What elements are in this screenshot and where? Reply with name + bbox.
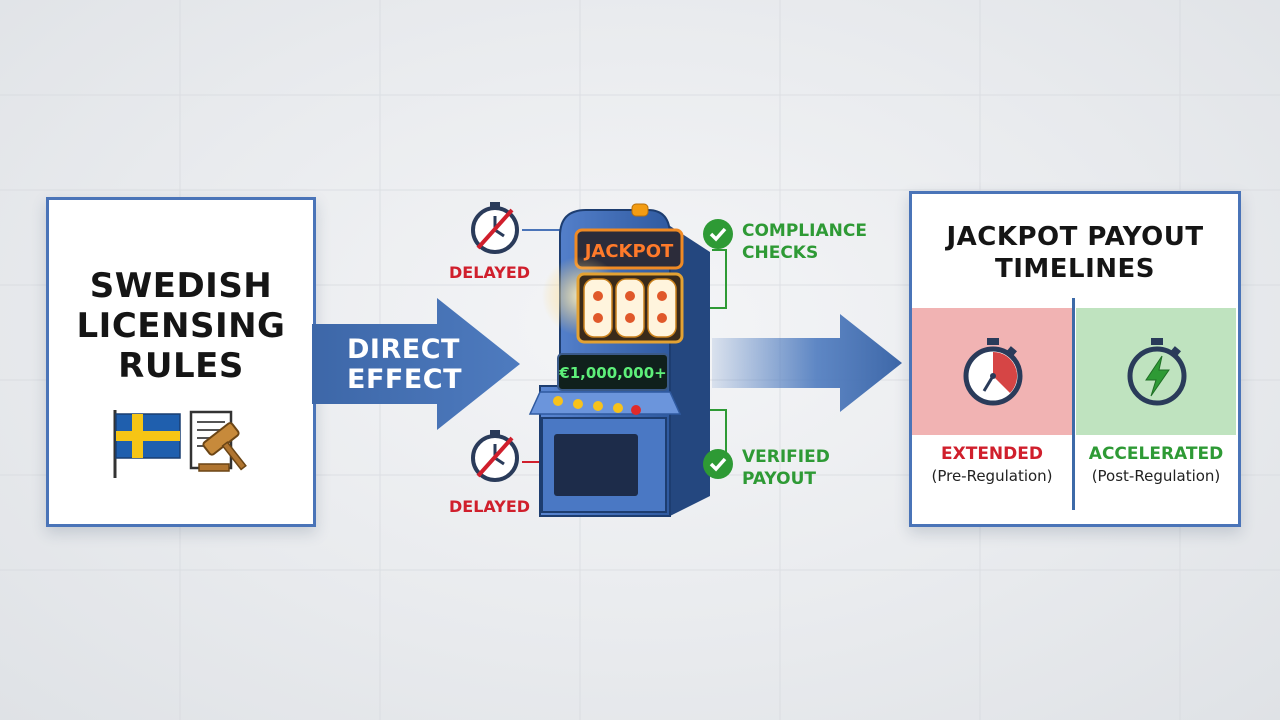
delayed-label-bottom: DELAYED <box>449 497 531 516</box>
direct-effect-arrow <box>312 298 520 430</box>
payout-timelines-panel: JACKPOT PAYOUT TIMELINES EXTENDED (Pre-R… <box>909 191 1241 527</box>
arrow-label-line-1: DIRECT <box>347 334 460 365</box>
verified-line-2: PAYOUT <box>742 469 816 489</box>
extended-label: EXTENDED <box>941 444 1043 464</box>
outcome-arrow <box>712 314 902 412</box>
delayed-label-top: DELAYED <box>449 263 531 282</box>
legal-document-gavel-icon <box>189 410 247 472</box>
arrow-label-line-2: EFFECT <box>347 364 463 395</box>
title-line-2: LICENSING <box>76 306 286 346</box>
slot-machine: JACKPOT €1,000,000+ <box>528 203 710 517</box>
accelerated-label: ACCELERATED <box>1088 444 1224 464</box>
compliance-line-1: COMPLIANCE <box>742 221 867 241</box>
check-circle-icon-compliance <box>703 219 733 249</box>
verified-line-1: VERIFIED <box>742 447 830 467</box>
right-title-line-1: JACKPOT PAYOUT <box>946 222 1204 252</box>
lightning-stopwatch-icon <box>1127 338 1187 406</box>
payout-timelines-title: JACKPOT PAYOUT TIMELINES <box>912 221 1238 285</box>
jackpot-amount-display: €1,000,000+ <box>558 364 666 382</box>
check-circle-icon-verified <box>703 449 733 479</box>
swedish-flag-icon <box>113 410 181 478</box>
timeline-divider <box>1072 298 1075 510</box>
verified-payout-label: VERIFIED PAYOUT <box>742 446 830 490</box>
stopwatch-icon <box>963 338 1023 406</box>
swedish-licensing-rules-panel: SWEDISH LICENSING RULES <box>46 197 316 527</box>
stopwatch-crossed-icon-bottom <box>471 430 519 482</box>
compliance-checks-label: COMPLIANCE CHECKS <box>742 220 867 264</box>
jackpot-marquee-text: JACKPOT <box>583 241 674 262</box>
compliance-line-2: CHECKS <box>742 243 819 263</box>
licensing-rules-title: SWEDISH LICENSING RULES <box>49 266 313 386</box>
extended-sublabel: (Pre-Regulation) <box>931 467 1053 485</box>
accelerated-sublabel: (Post-Regulation) <box>1091 467 1221 485</box>
stopwatch-crossed-icon-top <box>471 202 519 254</box>
title-line-1: SWEDISH <box>89 266 273 306</box>
title-line-3: RULES <box>118 346 244 386</box>
direct-effect-label: DIRECT EFFECT <box>347 335 462 395</box>
right-title-line-2: TIMELINES <box>994 254 1156 284</box>
